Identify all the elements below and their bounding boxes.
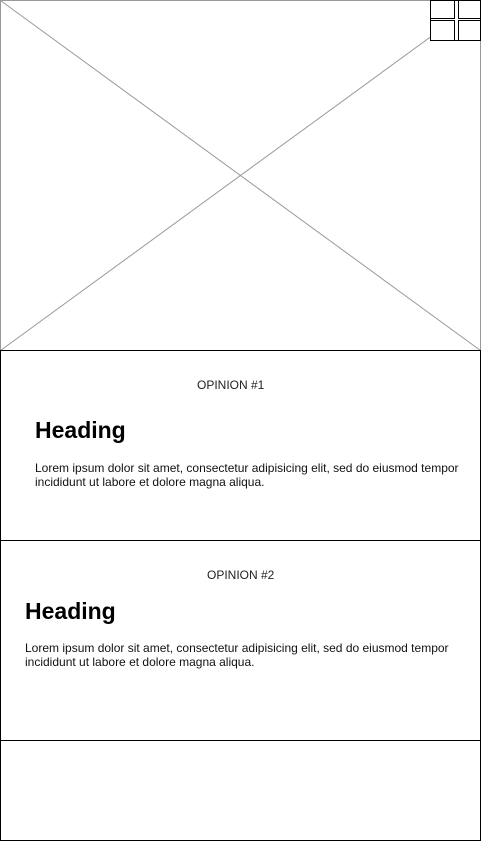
grid-menu-icon[interactable]	[430, 0, 481, 41]
opinion-heading: Heading	[25, 598, 116, 624]
empty-section	[0, 740, 481, 841]
opinion-card-1: OPINION #1 Heading Lorem ipsum dolor sit…	[0, 350, 481, 541]
opinion-label: OPINION #1	[197, 378, 265, 392]
opinion-body-text: Lorem ipsum dolor sit amet, consectetur …	[25, 641, 449, 669]
opinion-body-text: Lorem ipsum dolor sit amet, consectetur …	[35, 461, 459, 489]
opinion-heading: Heading	[35, 417, 126, 443]
image-placeholder-icon	[0, 0, 481, 351]
hero-image-placeholder	[0, 0, 481, 351]
opinion-label: OPINION #2	[207, 568, 275, 582]
opinion-card-2: OPINION #2 Heading Lorem ipsum dolor sit…	[0, 540, 481, 741]
